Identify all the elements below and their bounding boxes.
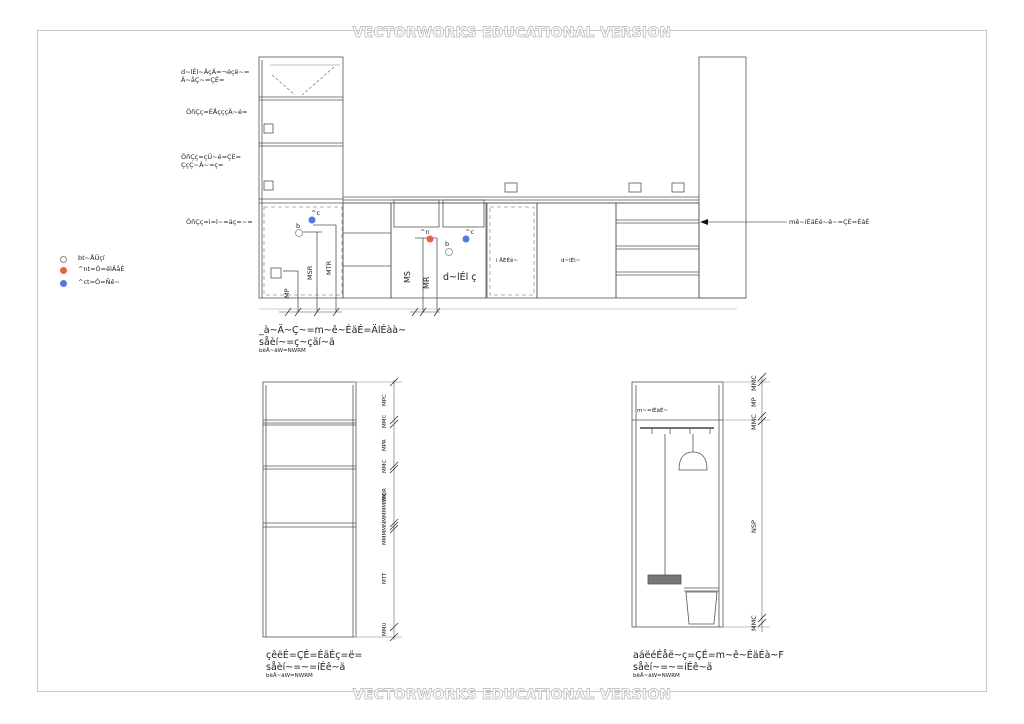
v2-dim-4: MMC [382,459,388,473]
socket-legend-icon [60,267,67,274]
cold-water-point-icon-2 [462,235,470,243]
v2-dim-7: MTT [382,572,388,584]
view-3-subtitle: såèí~=~=íÉê~ä [633,662,713,673]
label-shelf-1: ÖñÇç=ÉÅçççÄ~é= [186,108,248,116]
v2-dim-6: MMMMNMMMMMM [382,493,388,545]
v3-dim-2: MP [750,397,758,407]
watermark-bottom: VECTORWORKS EDUCATIONAL VERSION [352,687,672,704]
view-3-title: aáëéÉåë~ç=ÇÉ=m~ê~ÉäÉà~F [633,650,784,661]
view-3-rod-label: m~=íÉäÉ~ [637,408,669,414]
dim-ms: MS [403,271,412,283]
view-2-elevation [262,377,402,642]
v2-dim-1: MPC [382,394,388,406]
mark-b-left: b [296,222,301,230]
legend-item-2: ^nt=Ó=ëìÄåÉ [78,265,125,273]
view-1-scale: bëÅ~äW=NWRM [259,348,306,354]
cold-water-point-icon [308,216,316,224]
mark-ac-left: ^c [311,209,321,217]
hot-water-legend-icon [60,256,67,263]
dim-msr: MSR [306,265,314,280]
view-2-scale: bëÅ~äW=NWRM [266,673,313,679]
label-top-cabinet: d~lÉl~ÄçÄ=¬éçë~= Ä~åÇ~=ÇÉ= [181,68,250,84]
v2-dim-2: MMC [382,414,388,428]
view-3-scale: bëÅ~äW=NWRM [633,673,680,679]
label-dishwasher: d~lÉl~ [561,258,581,264]
right-column-note: mê~íÉäÉé~ê~=ÇÉ=ÉáÉ [789,218,870,226]
watermark-top: VECTORWORKS EDUCATIONAL VERSION [352,25,672,42]
drawing-frame [37,30,987,692]
view-2-subtitle: såèí~=~=íÉê~ä [266,662,346,673]
label-sink-cabinet: d~lÉl ç [443,272,477,283]
legend-item-3: ^ct=Ó=Ñê~ [78,278,120,286]
v3-dim-4: NSP [750,520,758,533]
socket-point-icon [426,235,434,243]
view-3-elevation [631,372,770,632]
dim-mr: MR [422,276,431,289]
hot-water-point-icon-2 [445,248,453,256]
tall-right-column [698,56,747,299]
v3-dim-3: MMC [750,414,758,430]
tall-left-column [258,56,344,299]
view-1-title: _à~Ä~Ç~=m~ê~ÉäÉ=ÄlÉàà~ [259,325,407,336]
label-fridge: i ÄÉÉê~ [496,258,518,264]
dim-mp: MP [283,288,291,298]
view-1-subtitle: såèí~=ç~çäí~ä [259,337,335,348]
dim-mtr: MTR [325,260,333,275]
v3-dim-5: MMC [750,615,758,631]
mark-b-mid: b [445,240,450,248]
v2-dim-3: MPR [382,439,388,451]
v2-dim-8: MMU [382,622,388,636]
label-counter: ÖñÇç=ì=l~=äç=~= [186,218,253,226]
hot-water-point-icon [295,229,303,237]
mark-ac-mid: ^c [465,228,475,236]
label-shelf-2: ÖñÇç=çÜ~ë=ÇÉ= ÇçÇ~Ä~=ç= [181,153,242,169]
v3-dim-1: MMC [750,375,758,391]
mark-an-mid: ^n [420,228,430,236]
arrow-head-icon [700,219,708,225]
view-2-title: çêëÉ=ÇÉ=ÉäÉç=ë= [266,650,363,661]
cold-water-legend-icon [60,280,67,287]
legend-item-1: bt~ÅÜçí [78,254,105,262]
